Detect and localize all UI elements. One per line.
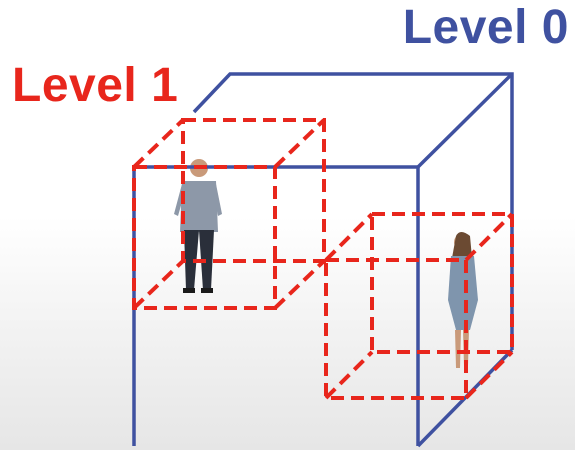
level0-cube-back-edges — [192, 72, 514, 350]
level0-cube-top-right-edge — [416, 72, 514, 169]
level1-right-front-face — [324, 258, 468, 400]
person-standing-man — [174, 159, 222, 293]
man-right-shoe — [201, 288, 213, 293]
level1-cube-right — [324, 212, 514, 400]
level1-left-front-face — [132, 165, 277, 310]
woman-left-leg — [455, 330, 461, 368]
woman-hair — [452, 232, 472, 258]
man-right-arm — [212, 184, 222, 216]
man-shirt — [180, 181, 218, 232]
level1-right-back-face — [370, 212, 514, 354]
level1-label: Level 1 — [12, 59, 179, 112]
level1-left-back-face — [181, 118, 326, 263]
man-left-shoe — [183, 288, 195, 293]
person-standing-woman — [448, 232, 478, 368]
level1-cube-left — [132, 118, 326, 310]
man-left-leg — [184, 230, 199, 290]
man-right-leg — [199, 230, 214, 290]
level0-label: Level 0 — [402, 1, 569, 54]
woman-dress — [448, 256, 478, 330]
